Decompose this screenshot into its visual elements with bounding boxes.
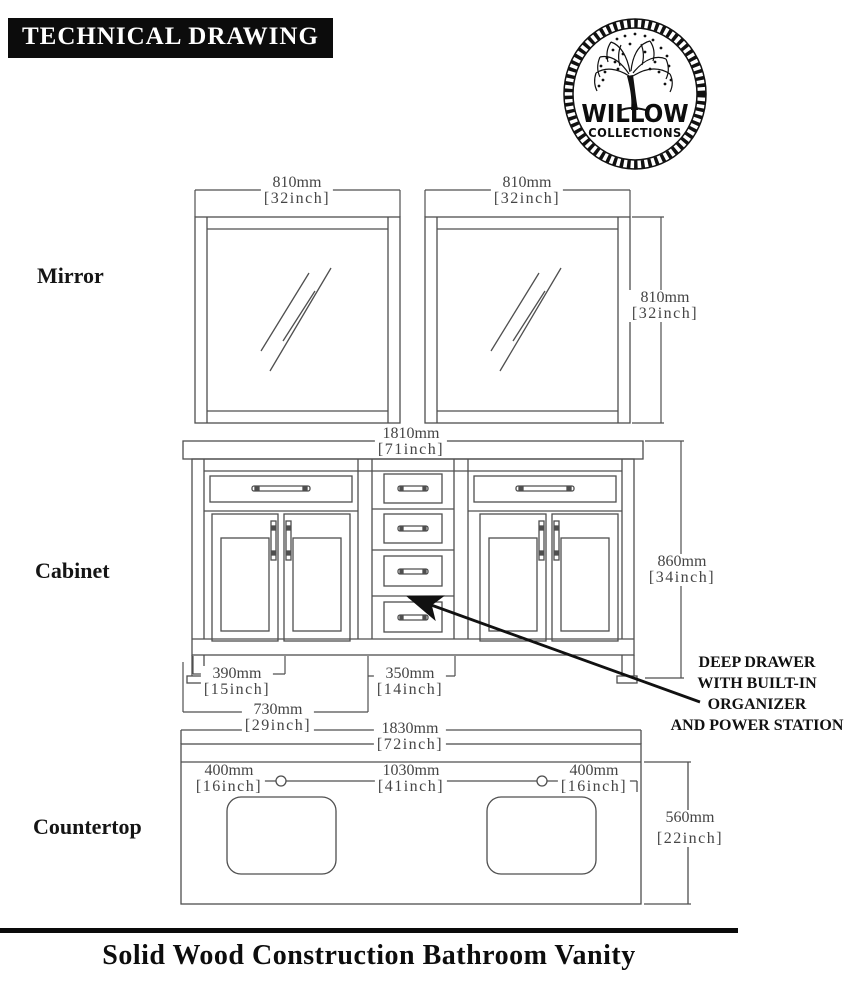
dim-cabinet-drawer-span: 350mm [14inch]	[373, 665, 447, 698]
annotation-arrow	[406, 595, 701, 704]
dim-inch: [29inch]	[244, 717, 312, 734]
willow-tree-icon	[594, 32, 673, 112]
brand-logo	[557, 14, 713, 174]
dim-countertop-faucet-spacing: 1030mm [41inch]	[374, 762, 448, 795]
annotation-line: DEEP DRAWER	[698, 654, 816, 671]
logo-subtitle-text: COLLECTIONS	[588, 126, 682, 140]
dim-inch: [32inch]	[263, 190, 331, 207]
dim-mm: 400mm	[569, 762, 619, 779]
annotation-line: AND POWER STATION	[670, 717, 844, 734]
dim-inch: [32inch]	[493, 190, 561, 207]
dim-countertop-left-offset: 400mm [16inch]	[192, 762, 266, 795]
section-label-cabinet: Cabinet	[35, 558, 110, 583]
dim-mm: 1810mm	[382, 425, 440, 442]
dim-inch: [71inch]	[377, 441, 445, 458]
dim-inch: [32inch]	[631, 305, 699, 322]
dim-mm: 560mm	[665, 809, 715, 826]
dim-cabinet-left-half: 730mm [29inch]	[241, 701, 315, 734]
section-label-countertop: Countertop	[33, 814, 142, 839]
dim-mm: 810mm	[640, 289, 690, 306]
rope-border	[564, 19, 706, 169]
dim-cabinet-height: 860mm [34inch]	[645, 553, 719, 586]
dim-mm: 400mm	[204, 762, 254, 779]
annotation-line: ORGANIZER	[707, 696, 807, 713]
dim-inch: [41inch]	[377, 778, 445, 795]
page-banner: TECHNICAL DRAWING	[8, 18, 333, 58]
mirror-left-drawing	[194, 216, 401, 424]
section-label-mirror: Mirror	[37, 263, 104, 288]
dim-inch: [15inch]	[203, 681, 271, 698]
dim-inch: [72inch]	[376, 736, 444, 753]
dim-mirror-right-width: 810mm [32inch]	[490, 174, 564, 207]
deep-drawer-annotation: DEEP DRAWER WITH BUILT-IN ORGANIZER AND …	[671, 652, 844, 736]
dim-mm: 390mm	[212, 665, 262, 682]
dim-mm: 1830mm	[381, 720, 439, 737]
dim-cabinet-door-span: 390mm [15inch]	[200, 665, 274, 698]
dim-mirror-height: 810mm [32inch]	[628, 289, 702, 322]
countertop-drawing	[180, 729, 691, 905]
dim-inch: [34inch]	[648, 569, 716, 586]
logo-emblem	[563, 18, 707, 170]
mirror-dimension-lines	[194, 189, 664, 424]
dim-mirror-left-width: 810mm [32inch]	[260, 174, 334, 207]
dim-countertop-width: 1830mm [72inch]	[373, 720, 447, 753]
annotation-line: WITH BUILT-IN	[697, 675, 817, 692]
dim-countertop-depth: 560mm [22inch]	[653, 809, 727, 847]
dim-mm: 810mm	[272, 174, 322, 191]
logo-brand-text: WILLOW	[581, 99, 689, 128]
dim-inch: [22inch]	[656, 830, 724, 847]
dim-inch: [14inch]	[376, 681, 444, 698]
dim-mm: 730mm	[253, 701, 303, 718]
product-title: Solid Wood Construction Bathroom Vanity	[102, 940, 636, 971]
dim-mm: 350mm	[385, 665, 435, 682]
dim-inch: [16inch]	[560, 778, 628, 795]
dim-inch: [16inch]	[195, 778, 263, 795]
dim-cabinet-width: 1810mm [71inch]	[374, 425, 448, 458]
dim-mm: 810mm	[502, 174, 552, 191]
cabinet-drawing	[182, 440, 644, 684]
footer-divider	[0, 928, 738, 933]
dim-countertop-right-offset: 400mm [16inch]	[557, 762, 631, 795]
dim-mm: 1030mm	[382, 762, 440, 779]
dim-mm: 860mm	[657, 553, 707, 570]
mirror-right-drawing	[424, 216, 631, 424]
